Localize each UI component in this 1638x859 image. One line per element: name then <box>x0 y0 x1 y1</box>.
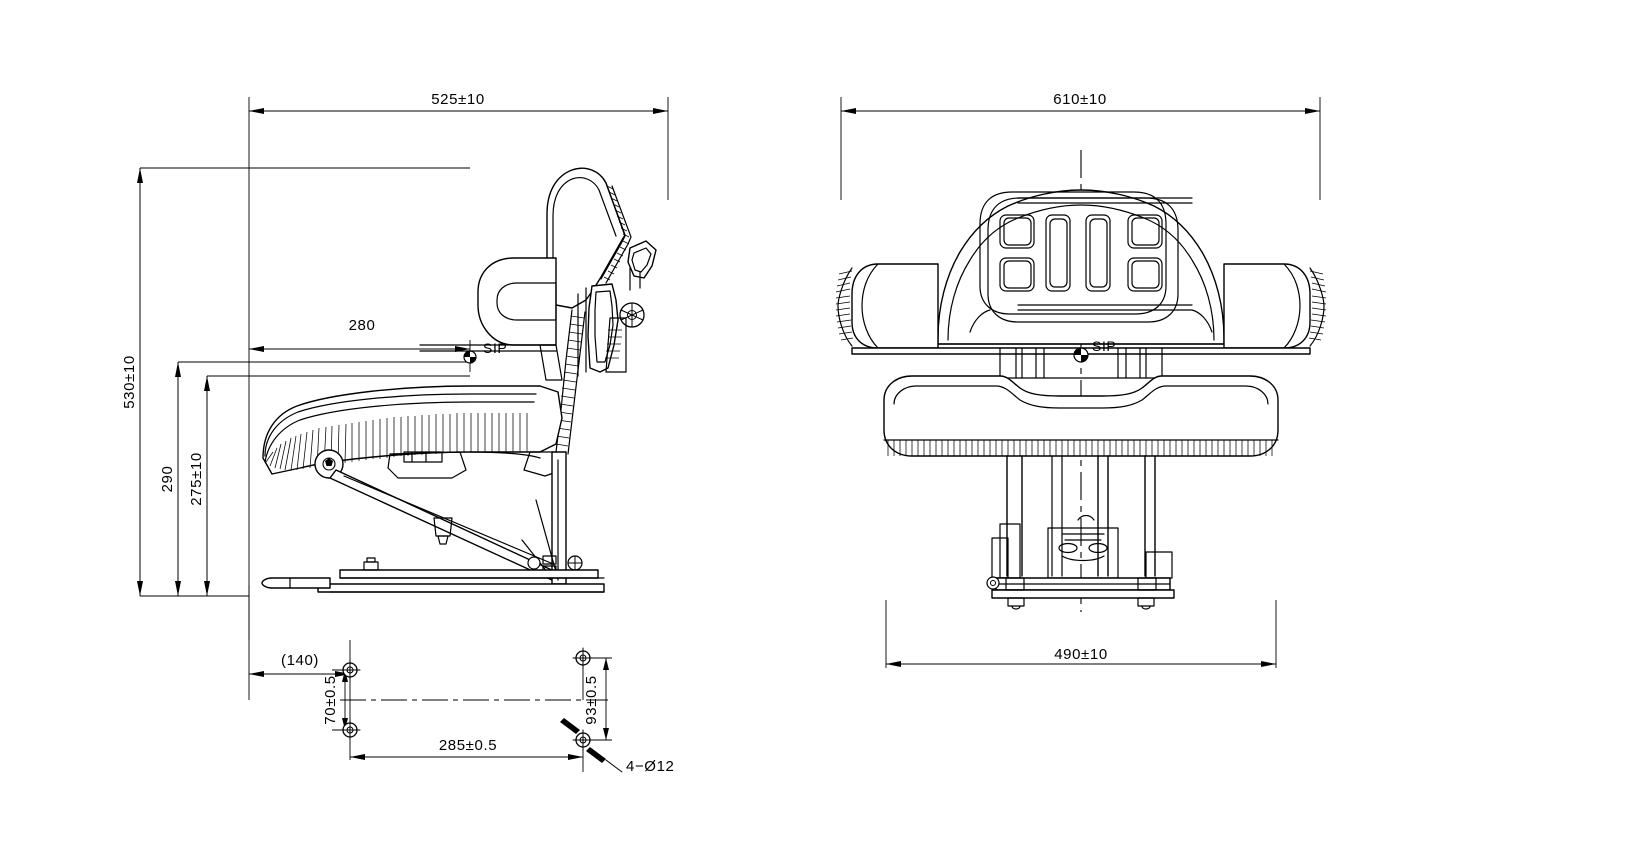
cushion-front-rib <box>264 393 537 471</box>
dim-cushion-width: 490±10 <box>886 646 1276 667</box>
dim-rear-hole-pitch: 93±0.5 <box>583 658 609 740</box>
dim-label-offset-from-front: (140) <box>281 652 319 669</box>
hole-rear-top <box>572 647 594 669</box>
right-armrest-endcap <box>1308 267 1327 347</box>
mounting-holes <box>339 647 594 751</box>
backrest-lower-rib <box>555 309 586 455</box>
hole-pattern-view-group: (140) 70±0.5 93±0.5 285±0.5 <box>249 640 674 775</box>
side-view-group: 525±10 530±10 290 275±10 280 <box>121 91 669 700</box>
hole-front-bottom <box>339 719 361 741</box>
backrest-rib-texture <box>600 182 632 284</box>
dim-sip-horizontal: 280 <box>249 317 471 372</box>
dim-label-seat-index-height: 275±10 <box>188 452 205 506</box>
front-pedestal-frame <box>986 455 1175 610</box>
dim-label-rear-hole-pitch: 93±0.5 <box>583 675 600 724</box>
dim-label-overall-height: 530±10 <box>121 355 138 409</box>
dim-front-hole-pitch: 70±0.5 <box>322 670 348 730</box>
backrest-panel-cutouts <box>999 214 1163 292</box>
front-view-group: 610±10 490±10 <box>835 91 1327 668</box>
dim-offset-from-front: (140) <box>249 652 350 677</box>
dim-overall-depth: 525±10 <box>249 91 668 114</box>
dim-seat-index-height: 275±10 <box>188 376 210 596</box>
recliner-mechanism <box>577 240 657 377</box>
cushion-bottom-rib <box>883 439 1279 456</box>
dim-label-sip-horizontal: 280 <box>349 317 376 334</box>
dim-label-cushion-width: 490±10 <box>1054 646 1108 663</box>
dim-label-overall-depth: 525±10 <box>431 91 485 108</box>
dim-label-front-hole-pitch: 70±0.5 <box>322 675 339 724</box>
base-slide-rail <box>261 557 605 593</box>
left-armrest-endcap <box>835 267 854 347</box>
suspension-linkage <box>314 449 583 585</box>
sip-marker-side: SIP <box>463 340 507 364</box>
sip-marker-front: SIP <box>1073 338 1116 363</box>
hole-front-top <box>339 659 361 681</box>
dim-label-cushion-height: 290 <box>159 466 176 493</box>
callout-label-hole-spec: 4−Ø12 <box>626 758 674 775</box>
dim-overall-height: 530±10 <box>121 168 143 596</box>
front-suspension-column <box>999 347 1163 379</box>
dim-overall-width: 610±10 <box>841 91 1320 114</box>
dim-label-hole-span: 285±0.5 <box>439 737 497 754</box>
sip-label-front: SIP <box>1092 338 1116 354</box>
dim-label-overall-width: 610±10 <box>1053 91 1107 108</box>
dim-hole-span: 285±0.5 <box>350 737 583 760</box>
dim-cushion-height: 290 <box>159 362 181 596</box>
callout-hole-spec: 4−Ø12 <box>560 718 674 775</box>
hole-rear-bottom <box>572 729 594 751</box>
sip-label-side: SIP <box>483 340 507 356</box>
